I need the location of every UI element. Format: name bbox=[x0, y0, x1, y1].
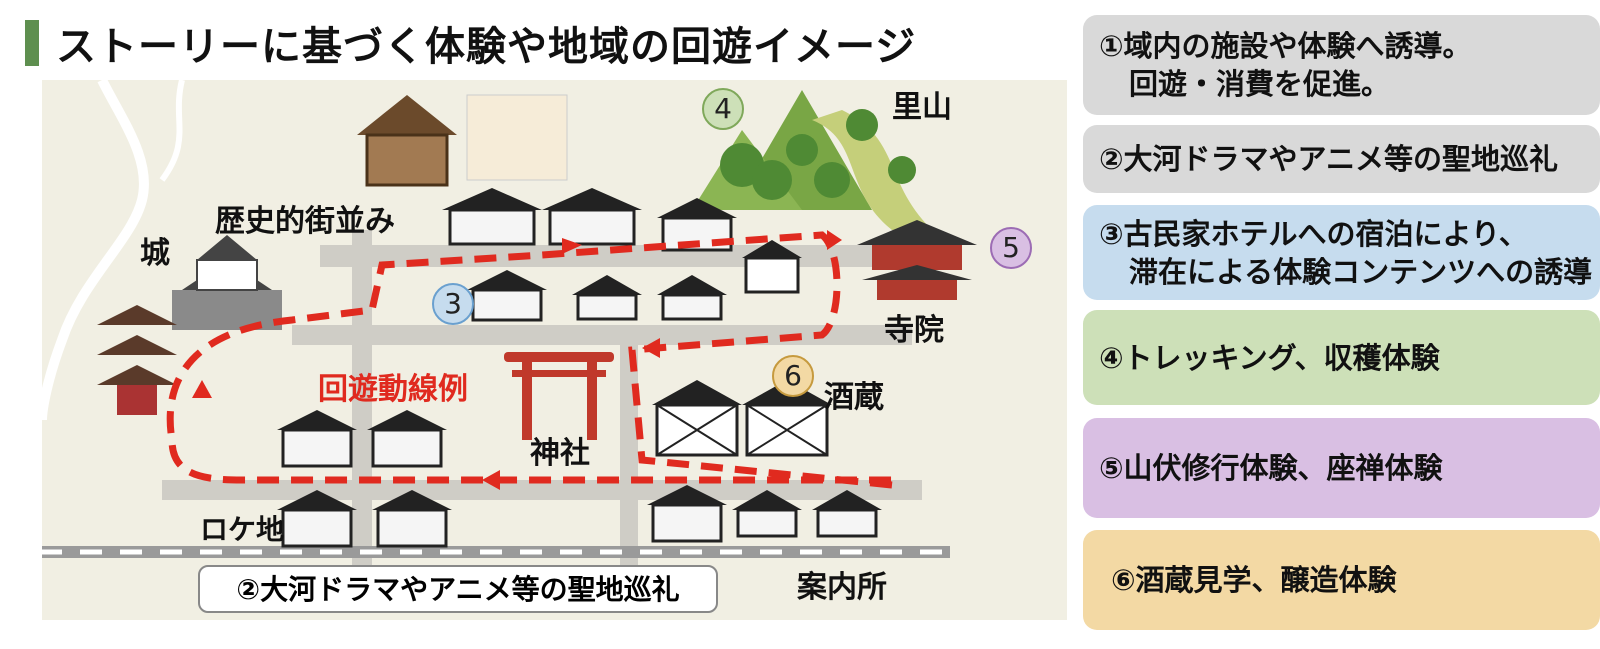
legend-card-3-line1: ③古民家ホテルへの宿泊により、 bbox=[1099, 216, 1528, 251]
route-arrow bbox=[827, 230, 842, 250]
legend-card-2-line1: ②大河ドラマやアニメ等の聖地巡礼 bbox=[1099, 142, 1558, 176]
legend-card-1-line1: ①域内の施設や体験へ誘導。 bbox=[1099, 29, 1472, 63]
brewery-buildings bbox=[652, 380, 832, 457]
route-line bbox=[166, 231, 893, 489]
houses bbox=[277, 188, 882, 548]
satoyama-forest bbox=[692, 90, 932, 230]
callout-pilgrimage: ②大河ドラマやアニメ等の聖地巡礼 bbox=[198, 565, 718, 613]
legend-card-3-line2: 滞在による体験コンテンツへの誘導 bbox=[1129, 254, 1593, 289]
route-arrow bbox=[562, 238, 582, 254]
torii-gate bbox=[504, 352, 614, 440]
label-satoyama: 里山 bbox=[892, 90, 952, 125]
label-temple: 寺院 bbox=[884, 313, 944, 348]
label-route-example: 回遊動線例 bbox=[318, 372, 468, 407]
title-accent-bar bbox=[25, 20, 39, 66]
railway bbox=[0, 546, 950, 558]
river bbox=[37, 77, 149, 421]
label-shrine: 神社 bbox=[530, 436, 590, 471]
castle-building bbox=[172, 235, 282, 330]
label-brewery: 酒蔵 bbox=[824, 380, 884, 415]
label-historic-street: 歴史的街並み bbox=[215, 204, 395, 239]
legend-card-1: ①域内の施設や体験へ誘導。 回遊・消費を促進。 bbox=[1083, 15, 1600, 115]
legend-card-5: ⑤山伏修行体験、座禅体験 bbox=[1083, 418, 1600, 518]
kominka-illustration bbox=[357, 95, 457, 187]
river-branch bbox=[159, 79, 185, 182]
map-illustration bbox=[0, 77, 1067, 620]
tourism-map: 城 歴史的街並み 里山 寺院 酒蔵 神社 回遊動線例 ロケ地 案内所 3 4 5… bbox=[0, 77, 1067, 620]
marker-4: 4 bbox=[702, 88, 744, 130]
route-arrow bbox=[192, 380, 212, 398]
route-arrow bbox=[642, 338, 660, 358]
legend-card-4: ④トレッキング、収穫体験 bbox=[1083, 310, 1600, 405]
legend-card-3: ③古民家ホテルへの宿泊により、 滞在による体験コンテンツへの誘導 bbox=[1083, 205, 1600, 300]
legend-card-1-line2: 回遊・消費を促進。 bbox=[1129, 67, 1391, 101]
marker-5: 5 bbox=[990, 227, 1032, 269]
legend-card-4-line1: ④トレッキング、収穫体験 bbox=[1099, 340, 1440, 375]
legend-card-2: ②大河ドラマやアニメ等の聖地巡礼 bbox=[1083, 125, 1600, 193]
room-interior-illustration bbox=[466, 94, 568, 181]
legend-card-5-line1: ⑤山伏修行体験、座禅体験 bbox=[1099, 451, 1443, 485]
label-castle: 城 bbox=[140, 236, 170, 271]
label-location-site: ロケ地 bbox=[200, 513, 285, 546]
legend-card-6: ⑥酒蔵見学、醸造体験 bbox=[1083, 530, 1600, 630]
marker-3: 3 bbox=[432, 283, 474, 325]
marker-6: 6 bbox=[772, 355, 814, 397]
temple-building bbox=[857, 220, 977, 300]
label-info-center: 案内所 bbox=[797, 570, 887, 605]
route-arrow bbox=[482, 470, 500, 490]
legend-card-6-line1: ⑥酒蔵見学、醸造体験 bbox=[1111, 563, 1397, 597]
page-title: ストーリーに基づく体験や地域の回遊イメージ bbox=[56, 24, 917, 70]
pagoda bbox=[97, 305, 177, 415]
